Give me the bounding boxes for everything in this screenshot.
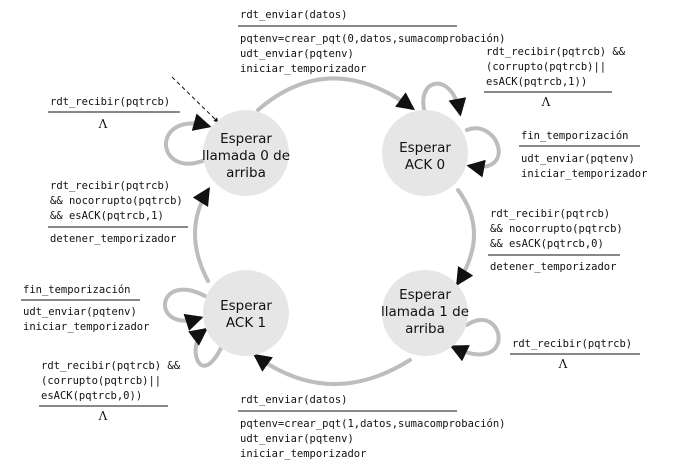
- state-label: Esperar: [399, 140, 451, 156]
- action-text: udt_enviar(pqtenv): [240, 433, 354, 445]
- loop-s3-corrupt: [188, 327, 224, 368]
- action-text: udt_enviar(pqtenv): [240, 48, 354, 60]
- action-text: Λ: [98, 409, 108, 423]
- action-text: iniciar_temporizador: [240, 63, 366, 75]
- state-label: Esperar: [220, 131, 272, 147]
- loop-s1-timeout: [465, 126, 501, 178]
- event-text: rdt_recibir(pqtrcb): [512, 338, 632, 350]
- label-left: rdt_recibir(pqtrcb) && nocorrupto(pqtrcb…: [48, 180, 188, 245]
- event-text: rdt_recibir(pqtrcb): [50, 180, 170, 192]
- label-s0-self: rdt_recibir(pqtrcb) Λ: [48, 96, 180, 131]
- action-text: iniciar_temporizador: [23, 321, 149, 333]
- state-label: ACK 1: [226, 315, 266, 331]
- label-s1-timeout: fin_temporización udt_enviar(pqtenv) ini…: [519, 130, 647, 180]
- event-text: && nocorrupto(pqtrcb): [490, 223, 623, 235]
- action-text: iniciar_temporizador: [521, 168, 647, 180]
- action-text: detener_temporizador: [490, 261, 616, 273]
- arrow-top: [256, 76, 415, 112]
- action-text: udt_enviar(pqtenv): [23, 306, 137, 318]
- event-text: rdt_recibir(pqtrcb): [50, 96, 170, 108]
- event-text: && nocorrupto(pqtrcb): [50, 195, 183, 207]
- state-label: arriba: [226, 165, 266, 181]
- arrow-bottom: [253, 353, 412, 386]
- event-text: fin_temporización: [521, 130, 628, 142]
- state-label: llamada 0 de: [202, 148, 290, 164]
- action-text: detener_temporizador: [50, 233, 176, 245]
- state-label: Esperar: [399, 287, 451, 303]
- loop-s1-corrupt: [421, 81, 467, 117]
- action-text: Λ: [558, 357, 568, 371]
- initial-arrow: [171, 76, 219, 123]
- state-label: arriba: [405, 321, 445, 337]
- label-s3-timeout: fin_temporización udt_enviar(pqtenv) ini…: [21, 284, 149, 333]
- event-text: rdt_enviar(datos): [240, 394, 347, 406]
- label-right: rdt_recibir(pqtrcb) && nocorrupto(pqtrcb…: [488, 208, 623, 273]
- event-text: (corrupto(pqtrcb)||: [486, 61, 606, 73]
- label-s3-corrupt: rdt_recibir(pqtrcb) && (corrupto(pqtrcb)…: [39, 360, 181, 423]
- state-label: ACK 0: [405, 157, 445, 173]
- event-text: rdt_recibir(pqtrcb): [490, 208, 610, 220]
- arrow-left: [192, 186, 210, 283]
- label-s2-self: rdt_recibir(pqtrcb) Λ: [510, 338, 640, 371]
- state-label: llamada 1 de: [381, 304, 469, 320]
- loop-s0-self: [164, 113, 212, 166]
- action-text: Λ: [541, 95, 551, 109]
- event-text: fin_temporización: [23, 284, 130, 296]
- action-text: udt_enviar(pqtenv): [521, 153, 635, 165]
- label-s1-corrupt: rdt_recibir(pqtrcb) && (corrupto(pqtrcb)…: [484, 46, 626, 109]
- loop-s3-timeout: [163, 287, 207, 331]
- label-top: rdt_enviar(datos) pqtenv=crear_pqt(0,dat…: [238, 9, 506, 75]
- loop-s2-self: [449, 318, 501, 362]
- action-text: pqtenv=crear_pqt(0,datos,sumacomprobació…: [240, 33, 506, 45]
- event-text: (corrupto(pqtrcb)||: [41, 375, 161, 387]
- event-text: esACK(pqtrcb,0)): [41, 390, 142, 402]
- action-text: pqtenv=crear_pqt(1,datos,sumacomprobació…: [240, 418, 506, 430]
- event-text: rdt_recibir(pqtrcb) &&: [41, 360, 181, 372]
- action-text: iniciar_temporizador: [240, 448, 366, 460]
- label-bottom: rdt_enviar(datos) pqtenv=crear_pqt(1,dat…: [238, 394, 506, 460]
- event-text: rdt_recibir(pqtrcb) &&: [486, 46, 626, 58]
- event-text: esACK(pqtrcb,1)): [486, 76, 587, 88]
- arrow-right: [456, 188, 476, 287]
- event-text: && esACK(pqtrcb,0): [490, 238, 604, 250]
- event-text: && esACK(pqtrcb,1): [50, 210, 164, 222]
- event-text: rdt_enviar(datos): [240, 9, 347, 21]
- action-text: Λ: [98, 117, 108, 131]
- state-label: Esperar: [220, 298, 272, 314]
